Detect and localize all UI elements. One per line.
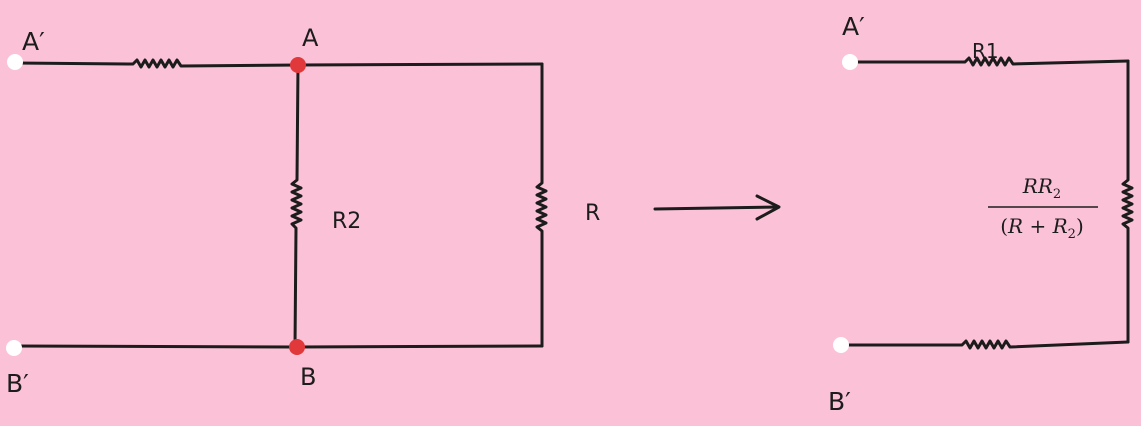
node-b-dot — [289, 339, 305, 355]
equivalent-resistance-formula: RR2 (R + R2) — [988, 174, 1098, 242]
right-top-wire — [848, 56, 1130, 67]
left-terminal-bottom-label: B′ — [6, 369, 29, 398]
right-terminal-bottom — [833, 337, 849, 353]
right-vertical-wire — [1121, 59, 1134, 344]
left-terminal-top — [7, 54, 23, 70]
fraction-numerator: RR2 — [1022, 174, 1061, 202]
node-a-label: A — [302, 24, 319, 52]
left-top-wire — [13, 58, 544, 69]
left-terminal-top-label: A′ — [22, 27, 45, 56]
resistor-r-label: R — [585, 201, 600, 226]
right-terminal-top-label: A′ — [842, 12, 865, 41]
left-bottom-wire — [12, 344, 544, 349]
node-a-dot — [290, 57, 306, 73]
resistor-r2-label: R2 — [332, 209, 361, 234]
right-circuit — [839, 56, 1134, 350]
left-terminal-bottom — [6, 340, 22, 356]
fraction-denominator: (R + R2) — [1000, 214, 1084, 242]
left-middle-wire — [290, 63, 303, 348]
left-circuit — [12, 58, 548, 349]
left-right-wire — [535, 62, 548, 348]
transform-arrow — [653, 194, 781, 221]
node-b-label: B — [300, 363, 316, 391]
right-terminal-top — [842, 54, 858, 70]
right-bottom-wire — [839, 339, 1130, 350]
right-terminal-bottom-label: B′ — [828, 387, 851, 416]
resistor-r1-label: R1 — [972, 39, 999, 63]
